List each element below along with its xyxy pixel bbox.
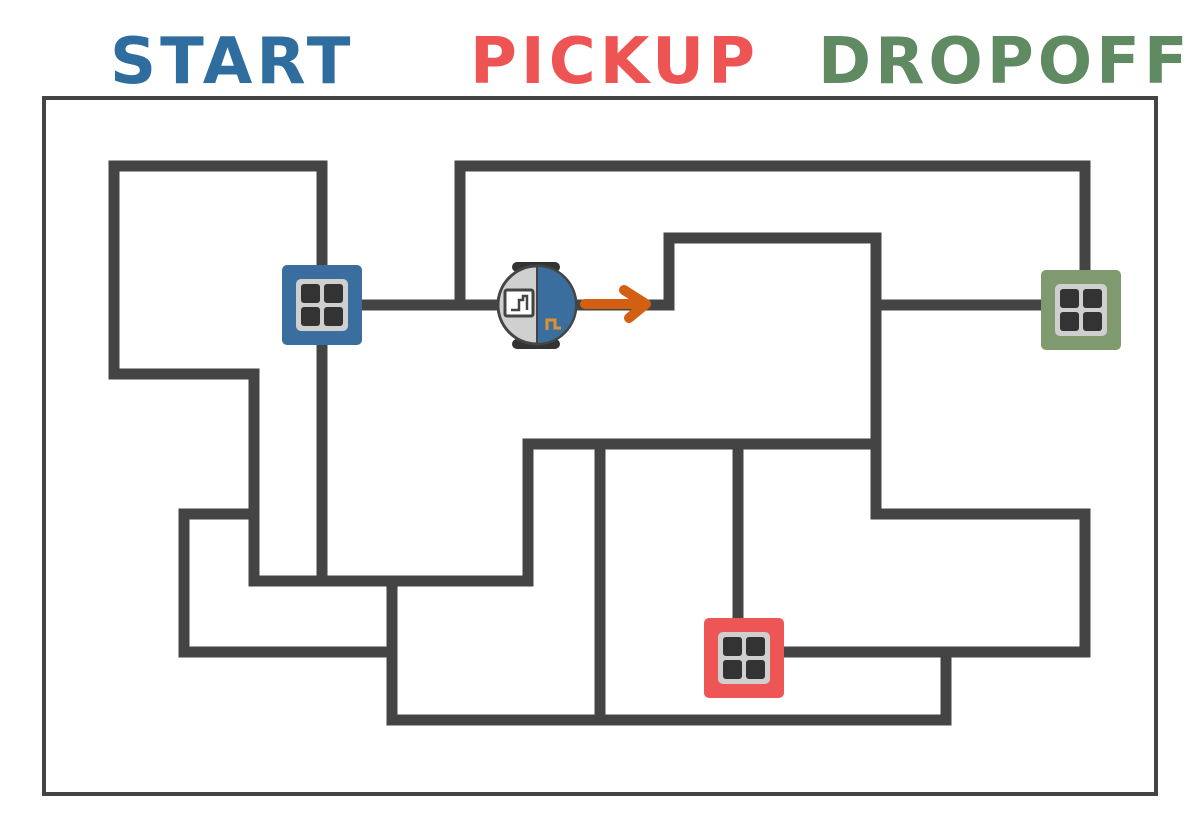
track-segment [178,508,398,658]
grid-four-square-icon [301,284,343,326]
map-frame [42,96,1158,796]
start-station[interactable] [282,265,362,345]
track-segment [386,438,1091,726]
pickup-legend-label: PICKUP [470,25,760,99]
robot-icon[interactable] [496,262,578,349]
dropoff-station[interactable] [1041,270,1121,350]
track-segment [108,160,882,587]
track-network [108,160,1091,726]
dropoff-legend-label: DROPOFF [818,25,1192,99]
pickup-station[interactable] [704,618,784,698]
direction-arrow-icon [580,285,651,323]
grid-four-square-icon [723,637,765,679]
start-legend-label: START [110,25,355,99]
track-segment [454,160,1091,311]
grid-four-square-icon [1060,289,1102,331]
